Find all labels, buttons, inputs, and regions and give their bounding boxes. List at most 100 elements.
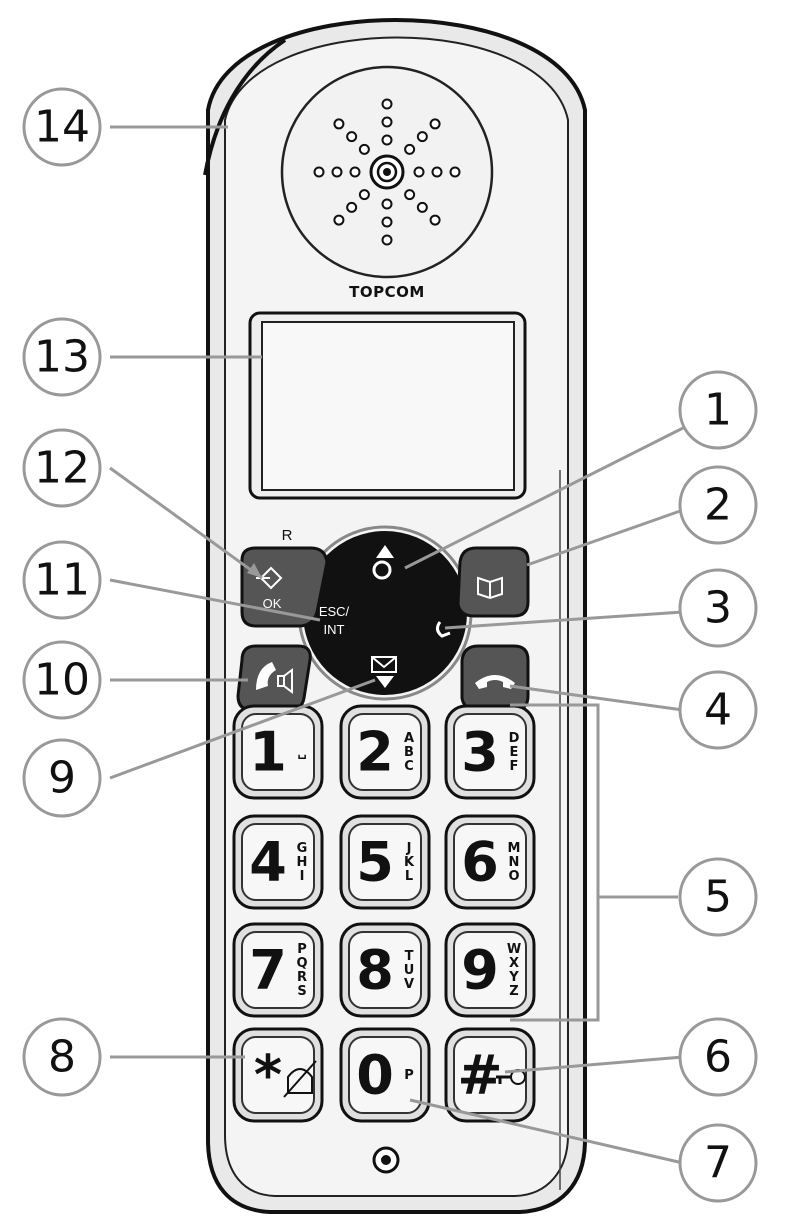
callout-14: 14 (22, 87, 102, 167)
key-letter: P (297, 942, 307, 957)
menu-ok-key[interactable]: OK (240, 546, 329, 628)
key-letter: U (404, 963, 415, 978)
callout-number: 2 (704, 480, 732, 531)
key-letter: D (509, 731, 520, 746)
redial-up-icon (372, 545, 394, 580)
hangup-icon (475, 675, 515, 689)
callout-number: 8 (48, 1032, 76, 1083)
key-digit: 6 (461, 831, 499, 894)
key-letter: L (405, 869, 413, 884)
key-letter: F (510, 759, 519, 774)
key-digit: 9 (461, 939, 499, 1002)
key-letter: A (404, 731, 414, 746)
talk-speaker-key[interactable] (236, 644, 312, 712)
grille-hole (358, 189, 370, 201)
key-letter: R (297, 970, 307, 985)
key-letter: Y (508, 970, 519, 985)
callout-3: 3 (678, 568, 758, 648)
callout-number: 12 (34, 443, 90, 494)
grille-hole (349, 166, 361, 178)
grille-hole (381, 234, 393, 246)
nav-key[interactable] (303, 531, 467, 695)
grille-hole (381, 98, 393, 110)
key-hash[interactable]: # (444, 1027, 536, 1123)
charging-contact-icon (372, 1146, 400, 1174)
key-letter: C (404, 759, 414, 774)
key-letter: S (297, 984, 306, 999)
display-screen (248, 311, 527, 500)
key-letter: G (297, 841, 308, 856)
callout-12: 12 (22, 428, 102, 508)
grille-hole (381, 116, 393, 128)
key-letter: X (509, 956, 519, 971)
callout-number: 9 (48, 753, 76, 804)
callout-number: 10 (34, 655, 90, 706)
key-digit: 0 (356, 1044, 394, 1107)
key-1[interactable]: 1␣ (232, 704, 324, 800)
callout-number: 13 (34, 332, 90, 383)
key-digit: 7 (249, 939, 287, 1002)
key-letter: W (507, 942, 521, 957)
callout-11: 11 (22, 540, 102, 620)
key-letter: K (404, 855, 415, 870)
key-letter: O (508, 869, 519, 884)
brand-logo: TOPCOM (349, 283, 425, 301)
key-letter: Q (296, 956, 307, 971)
key-letter: E (510, 745, 519, 760)
keypad-bracket (510, 703, 600, 1022)
grille-hole (404, 143, 416, 155)
grille-hole (431, 166, 443, 178)
grille-hole (449, 166, 461, 178)
message-down-icon (371, 656, 397, 688)
key-star[interactable]: * (232, 1027, 324, 1123)
callout-1: 1 (678, 370, 758, 450)
key-letter: B (404, 745, 414, 760)
callout-4: 4 (678, 670, 758, 750)
key-letter: Z (509, 984, 518, 999)
grille-hole (333, 118, 345, 130)
ringer-off-icon (283, 1060, 317, 1098)
grille-hole (313, 166, 325, 178)
key-digit: 5 (356, 831, 394, 894)
key-letter: I (300, 869, 305, 884)
callout-2: 2 (678, 465, 758, 545)
key-letter: N (509, 855, 520, 870)
callout-10: 10 (22, 640, 102, 720)
menu-ok-icon (256, 566, 283, 590)
leader-lines (109, 125, 684, 1165)
callout-number: 3 (704, 583, 732, 634)
key-letter: M (508, 841, 521, 856)
callout-number: 6 (704, 1032, 732, 1083)
ok-label: OK (263, 596, 282, 611)
callout-number: 1 (704, 385, 732, 436)
hangup-key[interactable] (460, 644, 530, 712)
grille-hole (416, 201, 428, 213)
callout-5: 5 (678, 857, 758, 937)
phonebook-icon (477, 576, 503, 600)
key-letter: P (404, 1068, 414, 1083)
grille-hole (346, 131, 358, 143)
key-digit: 1 (249, 721, 287, 784)
key-digit: 2 (356, 721, 394, 784)
grille-hole (416, 131, 428, 143)
callout-number: 11 (34, 555, 90, 606)
grille-hole (331, 166, 343, 178)
callout-6: 6 (678, 1017, 758, 1097)
grille-hole (346, 201, 358, 213)
callout-number: 5 (704, 872, 732, 923)
grille-hole (413, 166, 425, 178)
int-label: INT (324, 622, 345, 637)
phonebook-key[interactable] (456, 546, 530, 618)
key-digit: * (254, 1044, 282, 1107)
